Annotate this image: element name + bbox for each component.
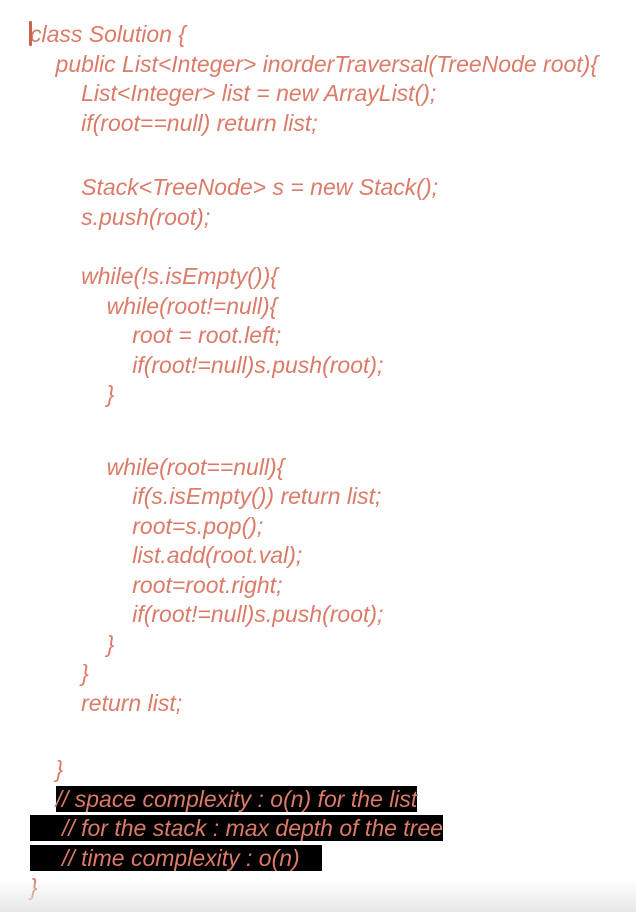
code-text: return list; (30, 689, 183, 716)
highlighted-comment: // for the stack : max depth of the tree (30, 815, 443, 841)
code-line[interactable]: List<Integer> list = new ArrayList(); (30, 79, 636, 109)
code-line[interactable]: } (30, 873, 636, 903)
code-text: while(root!=null){ (30, 292, 278, 319)
code-text: } (30, 756, 64, 782)
code-line[interactable]: root=s.pop(); (30, 512, 636, 542)
blank-line[interactable] (30, 138, 636, 173)
code-text: } (30, 874, 38, 900)
code-line[interactable]: if(root!=null)s.push(root); (30, 351, 636, 381)
code-text: root=s.pop(); (30, 512, 264, 539)
code-line[interactable]: s.push(root); (30, 203, 636, 233)
code-line[interactable]: while(root!=null){ (30, 292, 636, 322)
highlighted-comment: // time complexity : o(n) (30, 844, 322, 871)
code-text: class Solution { (30, 21, 186, 47)
code-line[interactable]: public List<Integer> inorderTraversal(Tr… (30, 50, 636, 80)
blank-line[interactable] (30, 410, 636, 453)
code-text: if(root==null) return list; (30, 109, 318, 136)
code-line[interactable]: } (30, 380, 636, 410)
code-text: } (30, 630, 115, 657)
code-line[interactable]: root = root.left; (30, 321, 636, 351)
blank-line[interactable] (30, 718, 636, 755)
code-text: public List<Integer> inorderTraversal(Tr… (30, 50, 599, 77)
code-line[interactable]: // space complexity : o(n) for the list (30, 785, 636, 815)
code-block: class Solution { public List<Integer> in… (30, 20, 636, 903)
code-text: s.push(root); (30, 203, 211, 230)
code-line[interactable]: } (30, 659, 636, 689)
code-text: while(root==null){ (30, 453, 285, 480)
code-line[interactable]: list.add(root.val); (30, 541, 636, 571)
code-line[interactable]: // for the stack : max depth of the tree (30, 814, 636, 844)
code-text: Stack<TreeNode> s = new Stack(); (30, 174, 438, 200)
code-text: root=root.right; (30, 571, 283, 598)
code-line[interactable]: return list; (30, 689, 636, 719)
code-line[interactable]: Stack<TreeNode> s = new Stack(); (30, 173, 636, 203)
code-text: list.add(root.val); (30, 542, 303, 568)
code-text: } (30, 381, 115, 407)
highlighted-comment: // space complexity : o(n) for the list (55, 785, 418, 812)
code-text: if(root!=null)s.push(root); (30, 601, 384, 627)
code-line[interactable]: if(s.isEmpty()) return list; (30, 482, 636, 512)
code-text: while(!s.isEmpty()){ (30, 263, 278, 289)
blank-line[interactable] (30, 232, 636, 262)
code-line[interactable]: // time complexity : o(n) (30, 844, 636, 874)
code-line[interactable]: } (30, 630, 636, 660)
code-text: List<Integer> list = new ArrayList(); (30, 80, 437, 106)
code-text (30, 786, 56, 812)
code-line[interactable]: class Solution { (30, 20, 636, 50)
code-text: } (30, 660, 89, 686)
code-line[interactable]: if(root!=null)s.push(root); (30, 600, 636, 630)
code-text: root = root.left; (30, 322, 282, 348)
code-line[interactable]: if(root==null) return list; (30, 109, 636, 139)
code-text: if(s.isEmpty()) return list; (30, 483, 382, 509)
code-line[interactable]: root=root.right; (30, 571, 636, 601)
code-text: if(root!=null)s.push(root); (30, 351, 384, 378)
code-line[interactable]: while(!s.isEmpty()){ (30, 262, 636, 292)
code-line[interactable]: while(root==null){ (30, 453, 636, 483)
code-line[interactable]: } (30, 755, 636, 785)
text-cursor (29, 21, 32, 46)
